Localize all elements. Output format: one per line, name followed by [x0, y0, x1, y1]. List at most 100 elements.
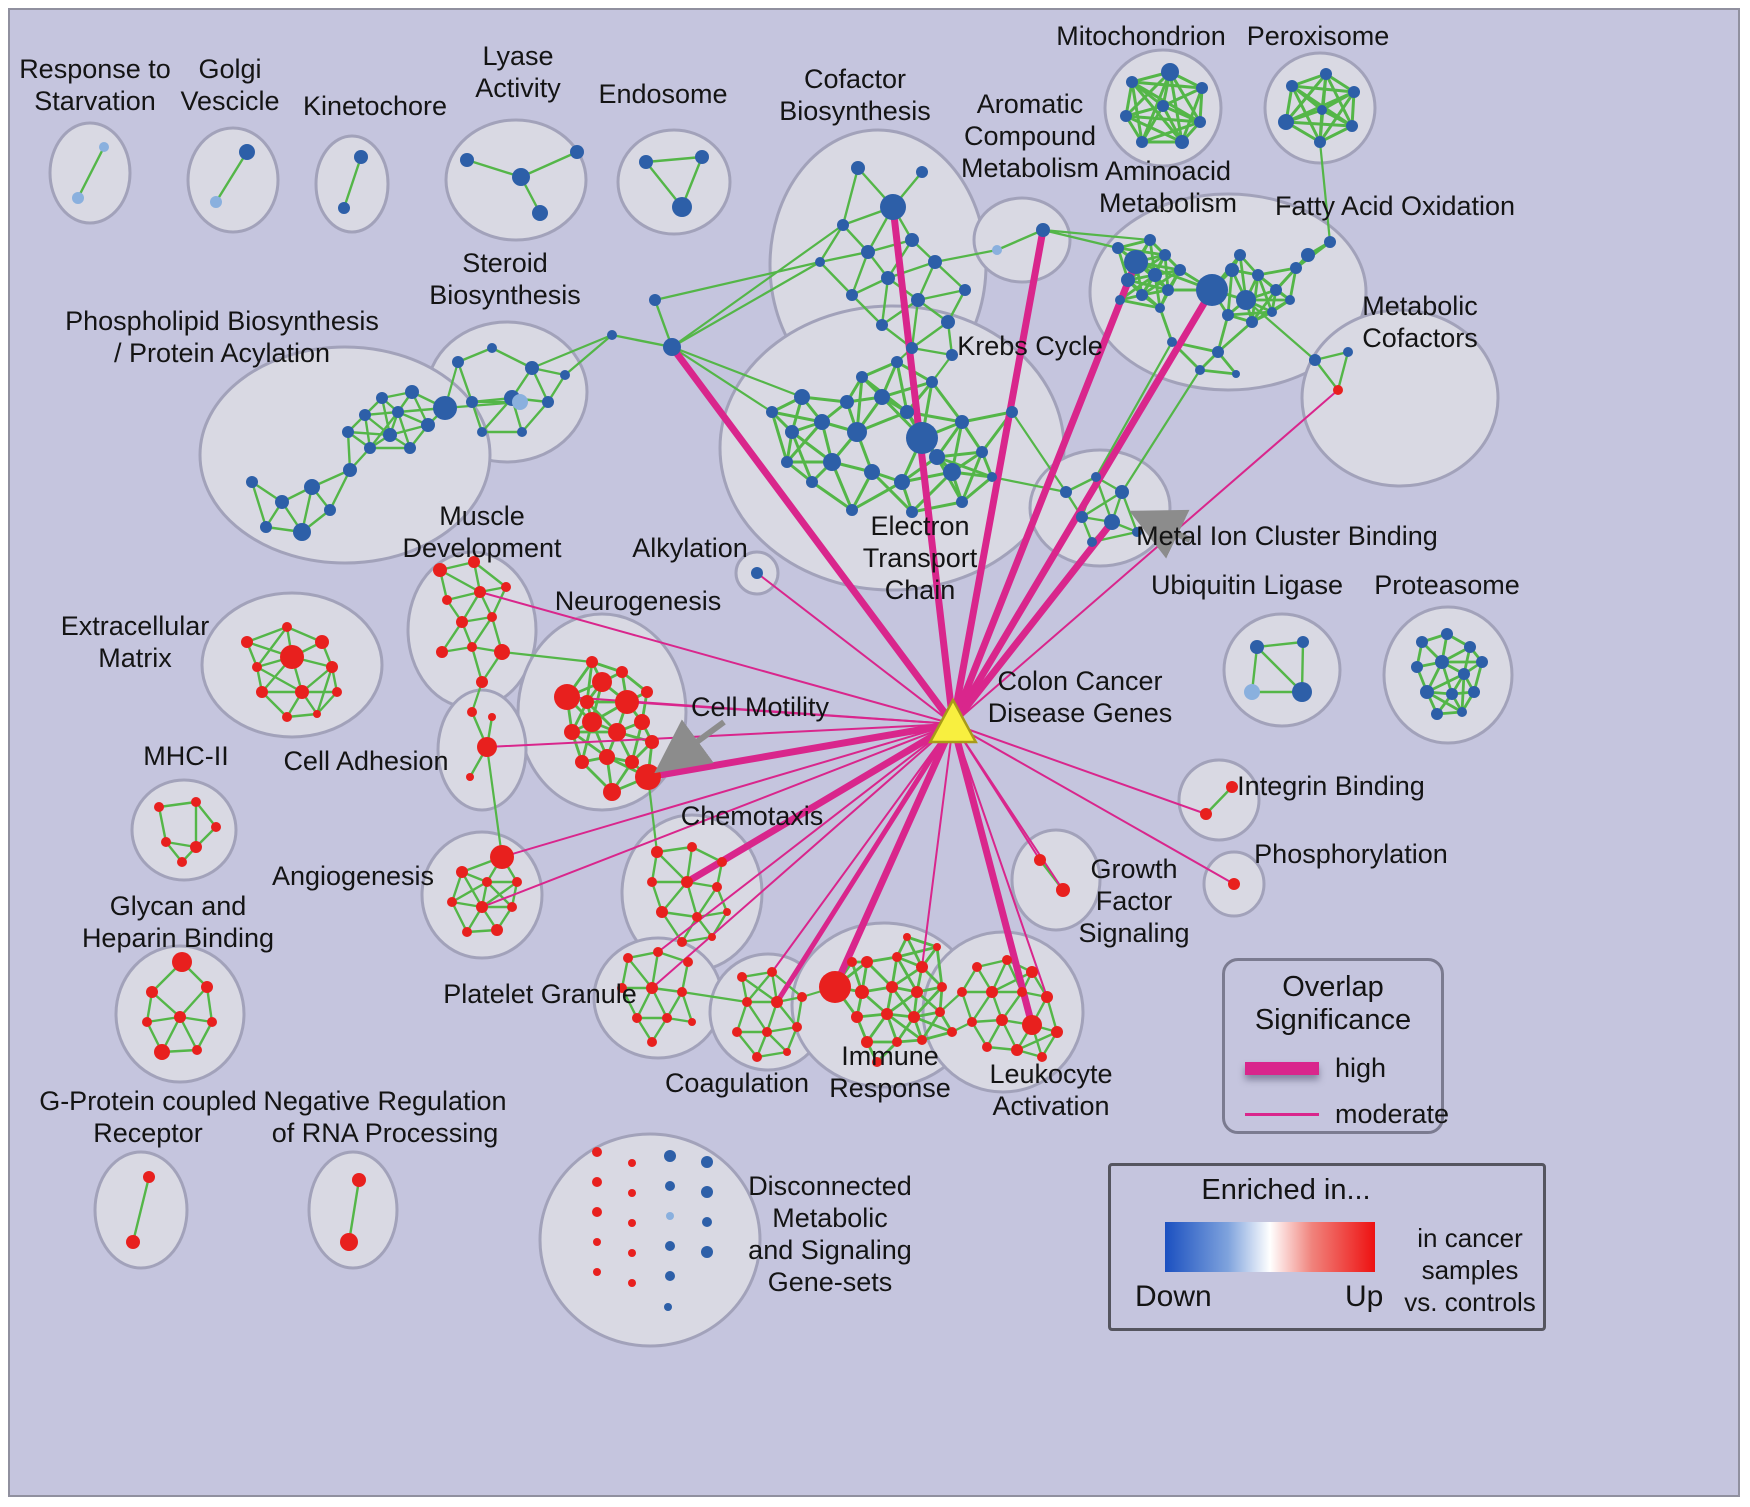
gene-set-node — [935, 1007, 945, 1017]
gene-set-node — [1468, 686, 1480, 698]
gene-set-node — [1041, 991, 1053, 1003]
disease-genes-triangle — [928, 697, 978, 744]
green-edge — [660, 880, 689, 914]
enrichment-gradient-bar — [1165, 1222, 1375, 1272]
green-edge — [150, 990, 182, 1019]
side-note-line1: in cancer — [1417, 1223, 1523, 1253]
gene-set-node — [1464, 641, 1476, 653]
gene-set-node — [701, 1246, 713, 1258]
gene-set-node — [359, 409, 371, 421]
green-edge — [480, 880, 519, 909]
gene-set-node — [806, 476, 818, 488]
green-edge — [916, 288, 967, 302]
gene-set-node — [532, 205, 548, 221]
gene-set-node — [1060, 486, 1072, 498]
gene-set-node — [1212, 346, 1224, 358]
green-edge — [1320, 90, 1356, 112]
gene-set-node — [280, 645, 304, 669]
gene-set-node — [512, 877, 522, 887]
gene-set-node — [781, 456, 793, 468]
overlap-legend-title: Overlap Significance — [1225, 971, 1441, 1037]
label-coagulation: Coagulation — [665, 1068, 809, 1098]
high-significance-label: high — [1335, 1053, 1387, 1083]
green-edge — [1120, 368, 1202, 494]
green-edge — [990, 475, 1068, 494]
gene-set-node — [343, 463, 357, 477]
gene-set-node — [143, 1171, 155, 1183]
green-edge — [670, 223, 845, 349]
gene-set-node — [241, 636, 253, 648]
gene-set-node — [1022, 1015, 1042, 1035]
green-edge — [870, 470, 914, 514]
gene-set-node — [1348, 86, 1360, 98]
green-edge — [880, 298, 920, 327]
green-edge — [465, 158, 523, 179]
green-edge — [818, 260, 854, 297]
green-edge — [1094, 340, 1174, 479]
gene-set-node — [1200, 808, 1212, 820]
gene-set-node — [1017, 987, 1027, 997]
gene-set-node — [1278, 114, 1294, 130]
gene-set-node — [1155, 303, 1165, 313]
gene-set-node — [1416, 636, 1428, 648]
gene-set-node — [476, 676, 488, 688]
gene-set-node — [665, 1241, 675, 1251]
gene-set-node — [580, 695, 594, 709]
gene-set-node — [1286, 80, 1298, 92]
green-edge — [500, 650, 594, 664]
green-edge — [1226, 268, 1234, 317]
gene-set-node — [1343, 347, 1353, 357]
gene-set-node — [916, 166, 928, 178]
gene-set-node — [560, 370, 570, 380]
gene-set-node — [1457, 707, 1467, 717]
gene-set-node — [635, 764, 661, 790]
green-edge — [910, 470, 954, 514]
gene-set-node — [649, 294, 661, 306]
gene-set-node — [1087, 537, 1097, 547]
gene-set-node — [593, 1268, 601, 1276]
pointer-arrow — [1129, 509, 1192, 559]
gene-set-node — [592, 672, 612, 692]
gene-set-node — [1285, 295, 1295, 305]
gene-set-node — [662, 1013, 672, 1023]
gene-set-node — [891, 356, 903, 368]
gene-set-node — [943, 463, 961, 481]
green-edge — [970, 990, 994, 1024]
gene-set-node — [608, 723, 626, 741]
green-edge — [740, 975, 779, 1004]
green-edge — [695, 885, 719, 919]
overlap-edge-high — [949, 518, 1116, 728]
gene-set-node — [1037, 1052, 1047, 1062]
gene-set-node — [856, 371, 868, 383]
green-edge — [665, 990, 684, 1020]
gene-set-node — [1320, 68, 1332, 80]
green-edge — [740, 970, 774, 979]
gene-set-node — [466, 773, 474, 781]
label-peroxisome: Peroxisome — [1247, 21, 1390, 51]
gene-set-node — [436, 646, 448, 658]
gene-set-node — [903, 933, 911, 941]
cluster-ellipse-golgi-vescicle — [186, 126, 280, 234]
gene-set-node — [161, 837, 171, 847]
green-edge — [1256, 266, 1298, 277]
gene-set-node — [477, 427, 487, 437]
gene-set-node — [881, 1008, 893, 1020]
gene-set-node — [956, 496, 968, 508]
cluster-ellipse-endosome — [616, 128, 732, 236]
label-integrin-binding: Integrin Binding — [1237, 771, 1425, 801]
green-edge — [933, 248, 999, 264]
gene-set-node — [452, 356, 464, 368]
label-kinetochore: Kinetochore — [303, 91, 447, 121]
gene-set-node — [647, 877, 657, 887]
green-edge — [450, 880, 489, 904]
green-edge — [1284, 72, 1328, 124]
gene-set-node — [433, 396, 457, 420]
green-edge — [76, 145, 106, 200]
gene-set-node — [628, 1189, 636, 1197]
